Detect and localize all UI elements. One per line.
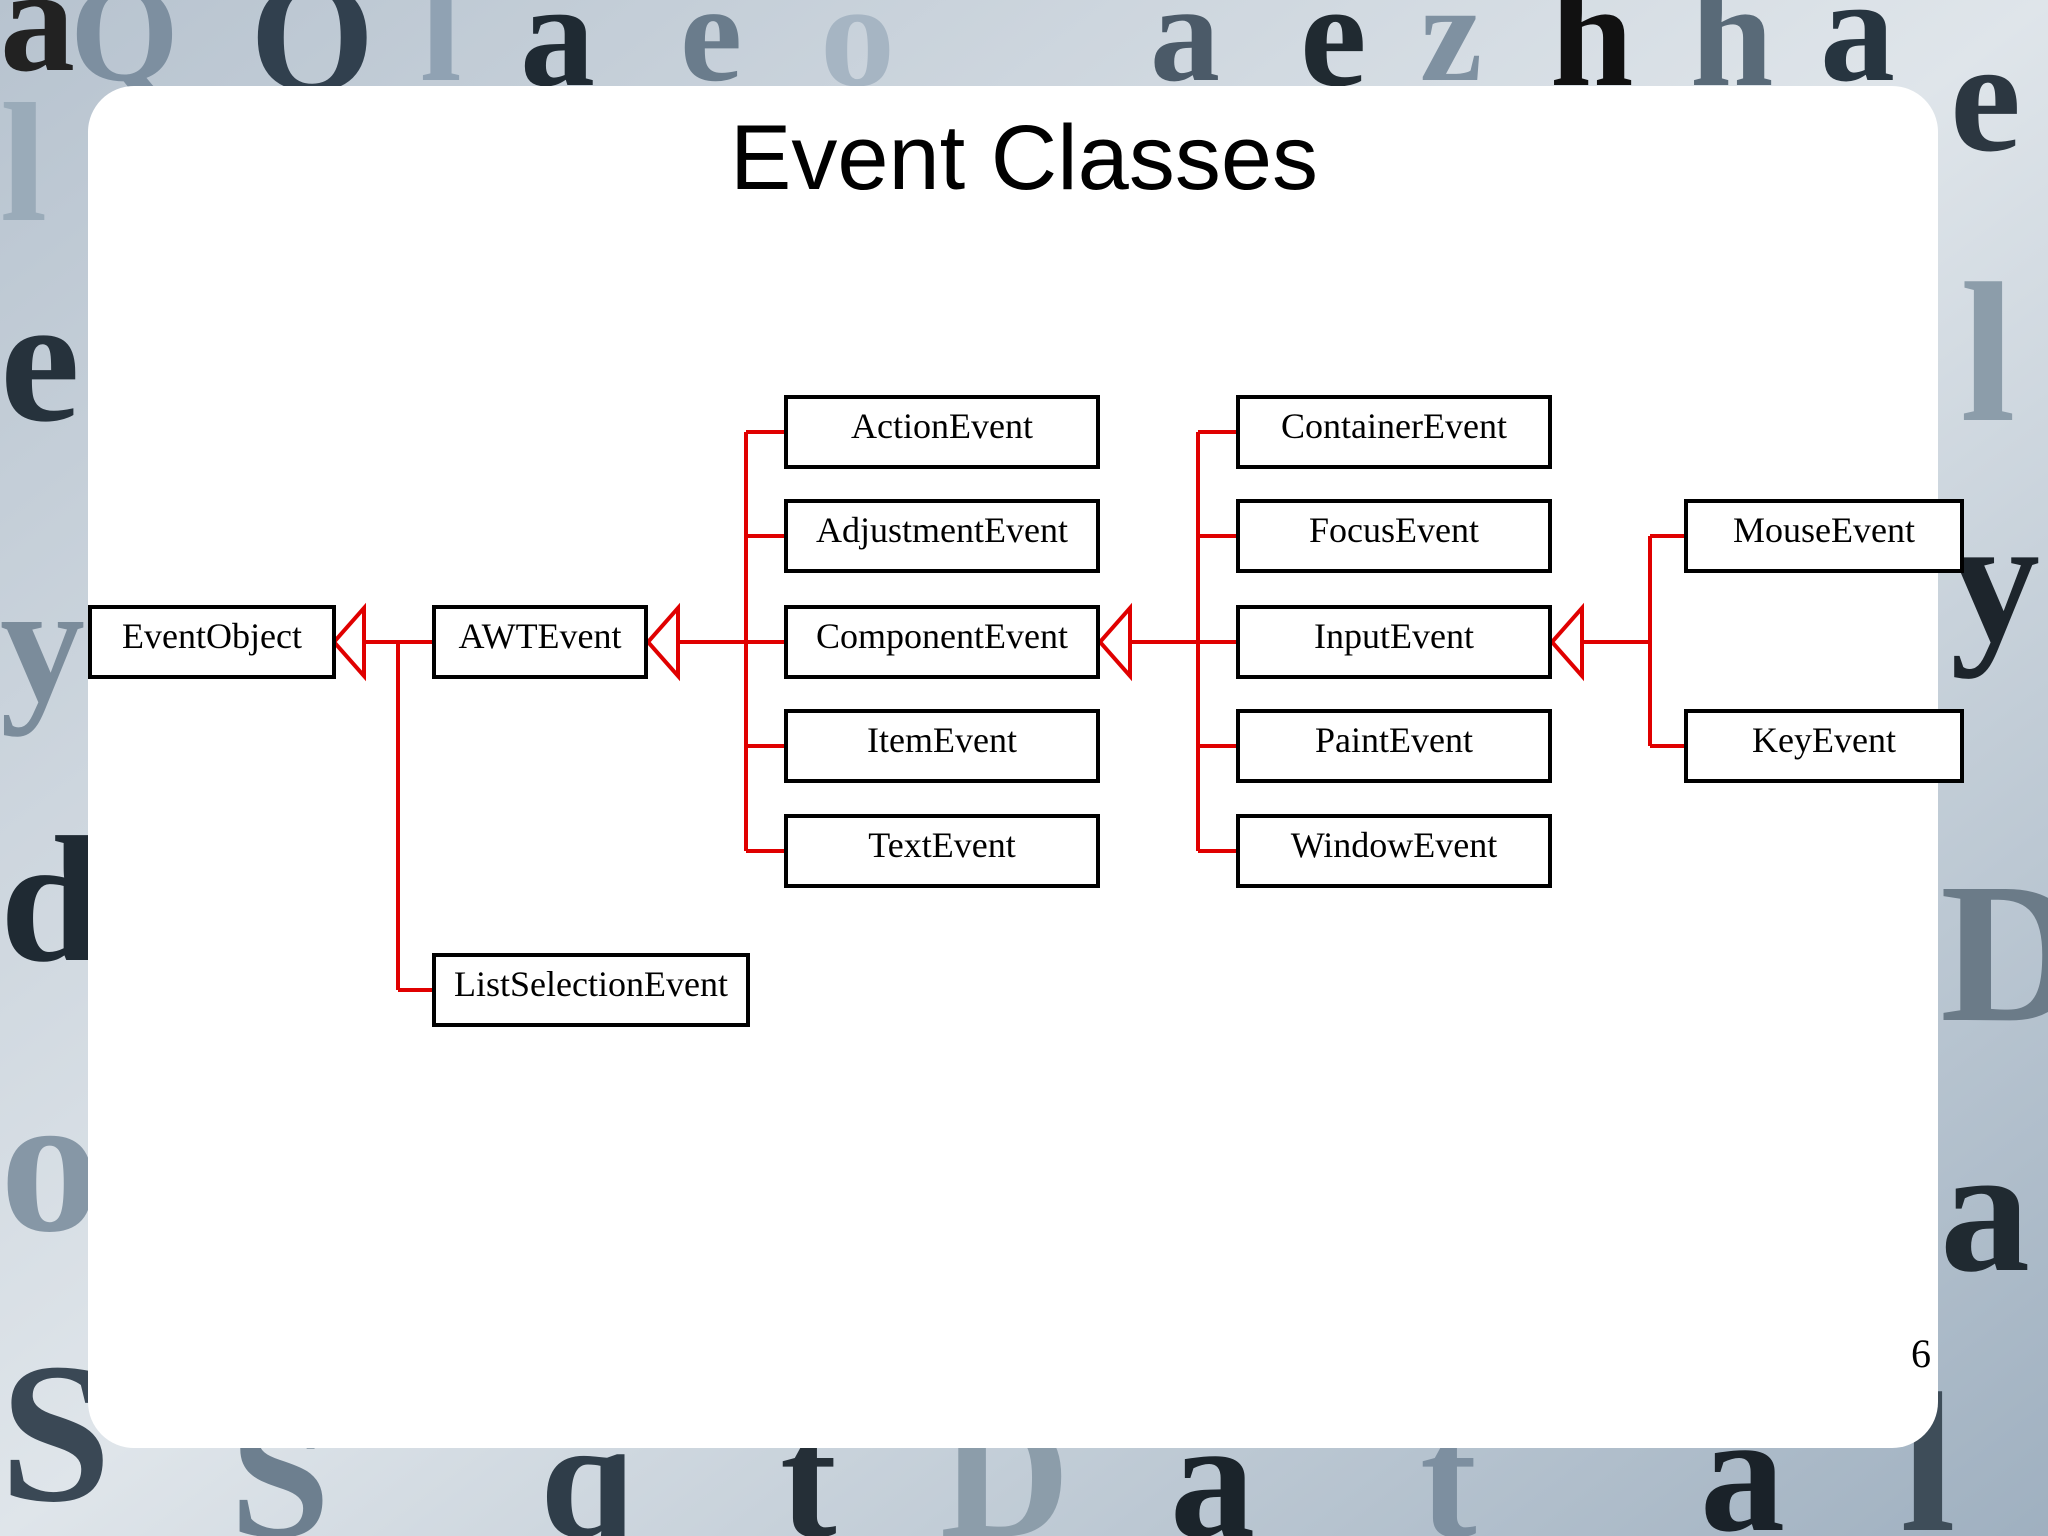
class-label-inputevent: InputEvent bbox=[1314, 616, 1474, 656]
class-label-focusevent: FocusEvent bbox=[1309, 510, 1479, 550]
svg-text:d: d bbox=[0, 800, 100, 999]
svg-text:D: D bbox=[1940, 843, 2048, 1064]
class-box-paintevent bbox=[1236, 709, 1552, 783]
class-label-listselectionevent: ListSelectionEvent bbox=[454, 964, 728, 1004]
svg-text:a: a bbox=[1940, 1110, 2030, 1309]
inheritance-arrowhead-eventobject bbox=[331, 602, 366, 682]
class-box-textevent bbox=[784, 814, 1100, 888]
class-label-mouseevent: MouseEvent bbox=[1733, 510, 1915, 550]
class-box-windowevent bbox=[1236, 814, 1552, 888]
svg-text:e: e bbox=[0, 260, 80, 459]
inheritance-arrowhead-inputevent bbox=[1549, 602, 1584, 682]
svg-text:e: e bbox=[1950, 7, 2021, 185]
svg-text:y: y bbox=[1950, 480, 2040, 679]
class-box-itemevent bbox=[784, 709, 1100, 783]
class-label-containerevent: ContainerEvent bbox=[1281, 406, 1507, 446]
class-label-itemevent: ItemEvent bbox=[867, 720, 1017, 760]
class-label-keyevent: KeyEvent bbox=[1752, 720, 1896, 760]
class-label-eventobject: EventObject bbox=[122, 616, 302, 656]
class-box-keyevent bbox=[1684, 709, 1964, 783]
svg-text:o: o bbox=[0, 1053, 100, 1274]
class-label-textevent: TextEvent bbox=[868, 825, 1015, 865]
class-label-paintevent: PaintEvent bbox=[1315, 720, 1473, 760]
class-box-listselectionevent bbox=[432, 953, 750, 1027]
class-box-componentevent bbox=[784, 605, 1100, 679]
class-box-mouseevent bbox=[1684, 499, 1964, 573]
slide-title: Event Classes bbox=[729, 107, 1319, 209]
class-box-actionevent bbox=[784, 395, 1100, 469]
svg-text:l: l bbox=[1960, 243, 2016, 464]
class-box-awtevent bbox=[432, 605, 648, 679]
class-box-inputevent bbox=[1236, 605, 1552, 679]
class-box-containerevent bbox=[1236, 395, 1552, 469]
svg-text:y: y bbox=[0, 549, 85, 737]
inheritance-arrowhead-componentevent bbox=[1097, 602, 1132, 682]
inheritance-connectors bbox=[364, 430, 1684, 992]
class-label-awtevent: AWTEvent bbox=[458, 616, 621, 656]
svg-text:a: a bbox=[0, 0, 75, 103]
inheritance-arrowhead-awtevent bbox=[645, 602, 680, 682]
class-box-adjustmentevent bbox=[784, 499, 1100, 573]
class-box-focusevent bbox=[1236, 499, 1552, 573]
class-label-windowevent: WindowEvent bbox=[1291, 825, 1498, 865]
class-label-adjustmentevent: AdjustmentEvent bbox=[816, 510, 1068, 550]
page-number: 6 bbox=[1911, 1331, 1931, 1376]
svg-text:l: l bbox=[0, 69, 47, 257]
class-label-componentevent: ComponentEvent bbox=[816, 616, 1068, 656]
class-box-eventobject bbox=[88, 605, 336, 679]
class-label-actionevent: ActionEvent bbox=[851, 406, 1033, 446]
